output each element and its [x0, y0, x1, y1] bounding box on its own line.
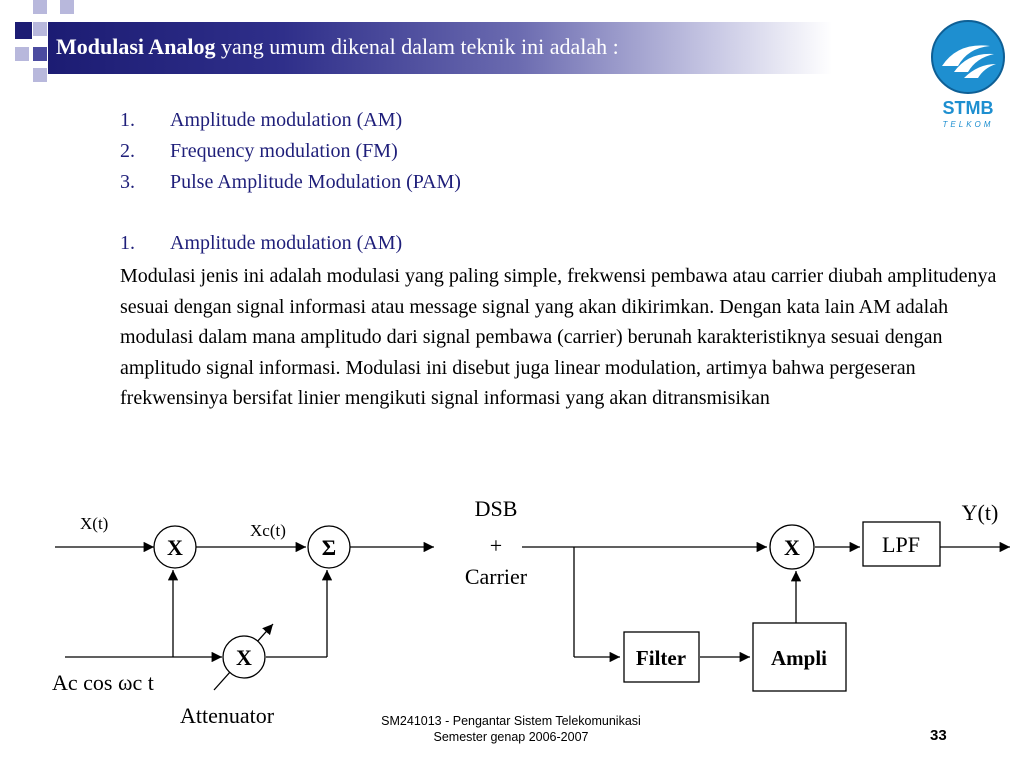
title-bold: Modulasi Analog [56, 34, 216, 59]
mixer3-label: X [784, 535, 800, 560]
logo-subtext: TELKOM [943, 120, 994, 129]
output-label: Y(t) [962, 500, 999, 525]
list-number: 2. [120, 140, 135, 162]
input-label: X(t) [80, 514, 108, 533]
mixer1-label: X [167, 535, 183, 560]
dsb-label-line1: DSB [475, 496, 518, 521]
decor-square [15, 22, 32, 39]
stmb-logo: STMB TELKOM [931, 20, 1005, 129]
logo-text: STMB [943, 98, 994, 118]
filter-box [623, 631, 700, 683]
title-rest: yang umum dikenal dalam teknik ini adala… [215, 34, 619, 59]
mixer1-circle [153, 525, 197, 569]
decor-square [15, 47, 29, 61]
summer-label: Σ [322, 535, 336, 560]
dsb-label-line2: + [490, 533, 502, 558]
decor-square [33, 22, 47, 36]
list-number: 1. [120, 109, 135, 131]
carrier-label: Ac cos ωc t [52, 670, 154, 695]
mixer2-label: X [236, 645, 252, 670]
lpf-box [862, 521, 941, 567]
am-description: Modulasi jenis ini adalah modulasi yang … [120, 265, 997, 409]
lpf-label: LPF [882, 532, 920, 557]
ampli-box [752, 622, 847, 692]
filter-label: Filter [636, 646, 686, 670]
attenuator-label: Attenuator [180, 703, 275, 728]
title-bar [48, 22, 832, 74]
ampli-label: Ampli [771, 646, 827, 670]
summer-circle [307, 525, 351, 569]
footer-semester: Semester genap 2006-2007 [433, 730, 589, 744]
decor-square [33, 68, 47, 82]
list-number: 3. [120, 171, 135, 193]
list-text: Frequency modulation (FM) [170, 140, 398, 162]
list-text: Amplitude modulation (AM) [170, 109, 403, 131]
xc-label: Xc(t) [250, 521, 286, 540]
mixer3-circle [769, 524, 815, 570]
decor-square [60, 0, 74, 14]
footer-course: SM241013 - Pengantar Sistem Telekomunika… [381, 714, 641, 728]
page-number: 33 [930, 727, 947, 744]
decor-square [33, 0, 47, 14]
slide-title: Modulasi Analog yang umum dikenal dalam … [56, 34, 619, 60]
footer: SM241013 - Pengantar Sistem Telekomunika… [340, 713, 682, 745]
section-number: 1. [120, 232, 135, 254]
mixer2-circle [222, 635, 266, 679]
list-text: Pulse Amplitude Modulation (PAM) [170, 171, 461, 193]
dsb-label-line3: Carrier [465, 564, 528, 589]
decor-square [33, 47, 47, 61]
section-title: Amplitude modulation (AM) [170, 232, 403, 254]
